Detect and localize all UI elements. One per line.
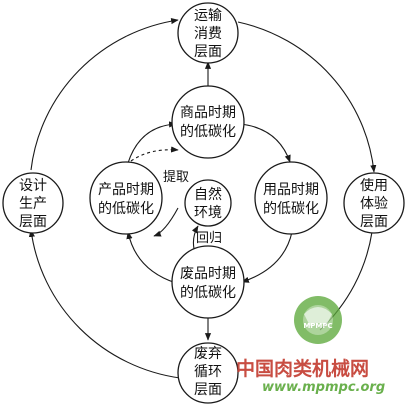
node-left-line-2: 生产 <box>19 196 47 212</box>
watermark: MPMPC 中国肉类机械网 www.mpmpc.org <box>236 296 385 395</box>
node-top-line-3: 层面 <box>194 44 222 60</box>
node-nature-line-2: 环境 <box>194 205 222 221</box>
node-bottom-line-1: 废弃 <box>194 346 222 362</box>
node-transport-consumption: 运输 消费 层面 <box>177 2 239 64</box>
node-commodity-line-2: 的低碳化 <box>180 124 236 140</box>
arc-nature-to-product <box>153 207 179 237</box>
outer-arc-top-to-right <box>237 21 377 173</box>
node-left-line-3: 层面 <box>19 214 47 230</box>
watermark-logo-text: MPMPC <box>303 322 332 330</box>
node-use-experience: 使用 体验 层面 <box>343 172 405 234</box>
inner-arc-usage-to-waste <box>241 231 293 283</box>
dashed-arc-extract <box>130 146 179 162</box>
node-disposal-recycling: 废弃 循环 层面 <box>177 342 239 404</box>
inner-arc-commodity-to-usage <box>239 123 291 163</box>
node-waste-period: 废品时期 的低碳化 <box>171 245 245 319</box>
node-usage-line-2: 的低碳化 <box>263 201 319 217</box>
node-usage-period: 用品时期 的低碳化 <box>254 161 328 235</box>
node-usage-line-1: 用品时期 <box>263 182 319 198</box>
inner-arc-product-to-commodity <box>127 121 177 164</box>
node-bottom-line-3: 层面 <box>194 382 222 398</box>
node-natural-environment: 自然 环境 <box>184 179 232 227</box>
watermark-site-name: 中国肉类机械网 <box>236 357 369 380</box>
node-right-line-1: 使用 <box>360 177 388 194</box>
node-left-line-1: 设计 <box>19 178 47 194</box>
node-nature-line-1: 自然 <box>194 186 222 203</box>
node-product-period: 产品时期 的低碳化 <box>89 161 163 235</box>
node-product-line-1: 产品时期 <box>98 182 154 198</box>
node-right-line-2: 体验 <box>360 196 388 212</box>
node-design-production: 设计 生产 层面 <box>2 172 64 234</box>
watermark-url: www.mpmpc.org <box>262 380 385 395</box>
edge-label-extract: 提取 <box>163 169 189 185</box>
node-waste-line-1: 废品时期 <box>180 266 236 282</box>
node-bottom-line-2: 循环 <box>194 364 222 380</box>
node-waste-line-2: 的低碳化 <box>180 285 236 301</box>
node-top-line-2: 消费 <box>194 26 222 42</box>
mpmpc-logo: MPMPC <box>294 296 342 344</box>
outer-arc-bottom-to-left <box>28 229 181 379</box>
outer-arc-left-to-top <box>30 18 179 171</box>
node-commodity-line-1: 商品时期 <box>180 105 236 121</box>
node-top-line-1: 运输 <box>194 8 222 24</box>
inner-arc-waste-to-product <box>126 231 177 284</box>
node-commodity-period: 商品时期 的低碳化 <box>171 85 245 159</box>
node-product-line-2: 的低碳化 <box>98 201 154 217</box>
node-right-line-3: 层面 <box>360 214 388 230</box>
edge-label-return: 回归 <box>196 231 222 246</box>
